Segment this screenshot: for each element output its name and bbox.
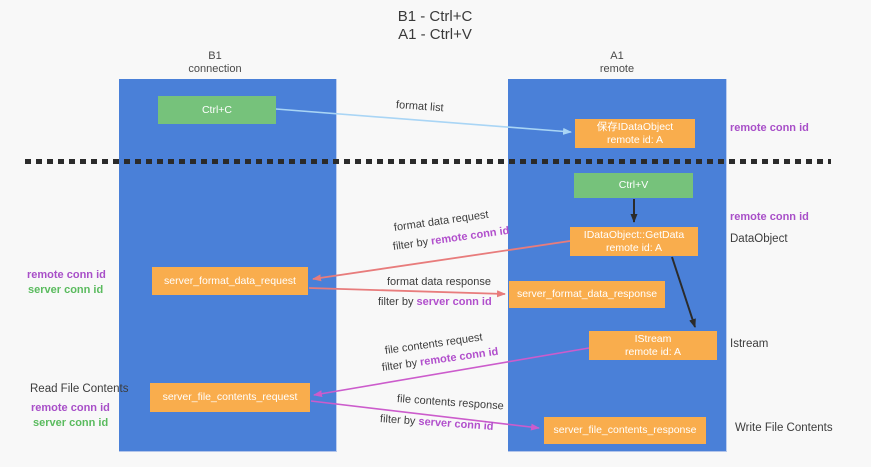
node-server-file-contents-response: server_file_contents_response <box>544 417 706 444</box>
node-server-file-contents-request: server_file_contents_request <box>150 383 310 412</box>
node-ctrl-c-label: Ctrl+C <box>201 103 233 116</box>
node-format-response-label: server_format_data_response <box>516 288 658 300</box>
title-line-1: B1 - Ctrl+C <box>397 8 473 25</box>
label-write-file-contents: Write File Contents <box>735 422 833 434</box>
label-remote-conn-id-top-right: remote conn id <box>730 122 809 134</box>
node-getdata-line1: IDataObject::GetData <box>583 228 685 241</box>
diagram-title: B1 - Ctrl+C A1 - Ctrl+V <box>335 8 535 44</box>
label-remote-conn-id-left-1: remote conn id <box>27 269 106 281</box>
node-istream: IStream remote id: A <box>589 331 717 360</box>
lane-header-b1: B1 connection <box>120 50 310 76</box>
node-ctrl-c: Ctrl+C <box>158 96 276 124</box>
label-format-data-response: format data response <box>387 276 491 288</box>
title-line-2: A1 - Ctrl+V <box>398 26 472 43</box>
lane-header-a1: A1 remote <box>522 50 712 76</box>
node-file-request-label: server_file_contents_request <box>162 391 298 403</box>
label-filter-server-2: filter by server conn id <box>380 413 494 433</box>
filter-prefix: filter by <box>378 296 417 308</box>
label-dataobject: DataObject <box>730 233 788 245</box>
filter-prefix: filter by <box>379 413 419 428</box>
node-ctrl-v-label: Ctrl+V <box>618 179 649 191</box>
lane-a1-subtitle: remote <box>599 63 635 75</box>
label-remote-conn-id-mid-right: remote conn id <box>730 211 809 223</box>
node-getdata-line2: remote id: A <box>605 241 663 254</box>
filter-key-server: server conn id <box>416 296 492 308</box>
filter-prefix: filter by <box>392 235 432 253</box>
node-istream-line1: IStream <box>634 332 672 345</box>
filter-key-server: server conn id <box>418 415 494 433</box>
label-file-contents-response: file contents response <box>396 393 505 413</box>
lane-b1-subtitle: connection <box>188 63 242 75</box>
node-save-idataobject-line1: 保存IDataObject <box>596 120 674 133</box>
lane-a1-title: A1 <box>610 50 624 62</box>
label-istream: Istream <box>730 338 769 350</box>
label-server-conn-id-left-2: server conn id <box>33 417 109 429</box>
node-save-idataobject: 保存IDataObject remote id: A <box>575 119 695 148</box>
node-save-idataobject-line2: remote id: A <box>606 133 664 146</box>
filter-key-remote: remote conn id <box>430 224 511 248</box>
dashed-separator-line <box>25 159 831 164</box>
label-read-file-contents: Read File Contents <box>30 383 129 395</box>
label-remote-conn-id-left-2: remote conn id <box>31 402 110 414</box>
label-filter-server-1: filter by server conn id <box>378 296 492 308</box>
arrow-format-data-response <box>308 287 506 298</box>
lane-b1-title: B1 <box>208 50 222 62</box>
node-server-format-data-request: server_format_data_request <box>152 267 308 295</box>
filter-prefix: filter by <box>381 356 421 374</box>
node-format-request-label: server_format_data_request <box>164 274 296 287</box>
node-istream-line2: remote id: A <box>624 345 682 358</box>
label-format-list: format list <box>395 99 444 115</box>
node-file-response-label: server_file_contents_response <box>553 424 697 436</box>
label-server-conn-id-left-1: server conn id <box>28 284 104 296</box>
node-ctrl-v: Ctrl+V <box>574 173 693 198</box>
node-idataobject-getdata: IDataObject::GetData remote id: A <box>570 227 698 256</box>
node-server-format-data-response: server_format_data_response <box>509 281 665 308</box>
